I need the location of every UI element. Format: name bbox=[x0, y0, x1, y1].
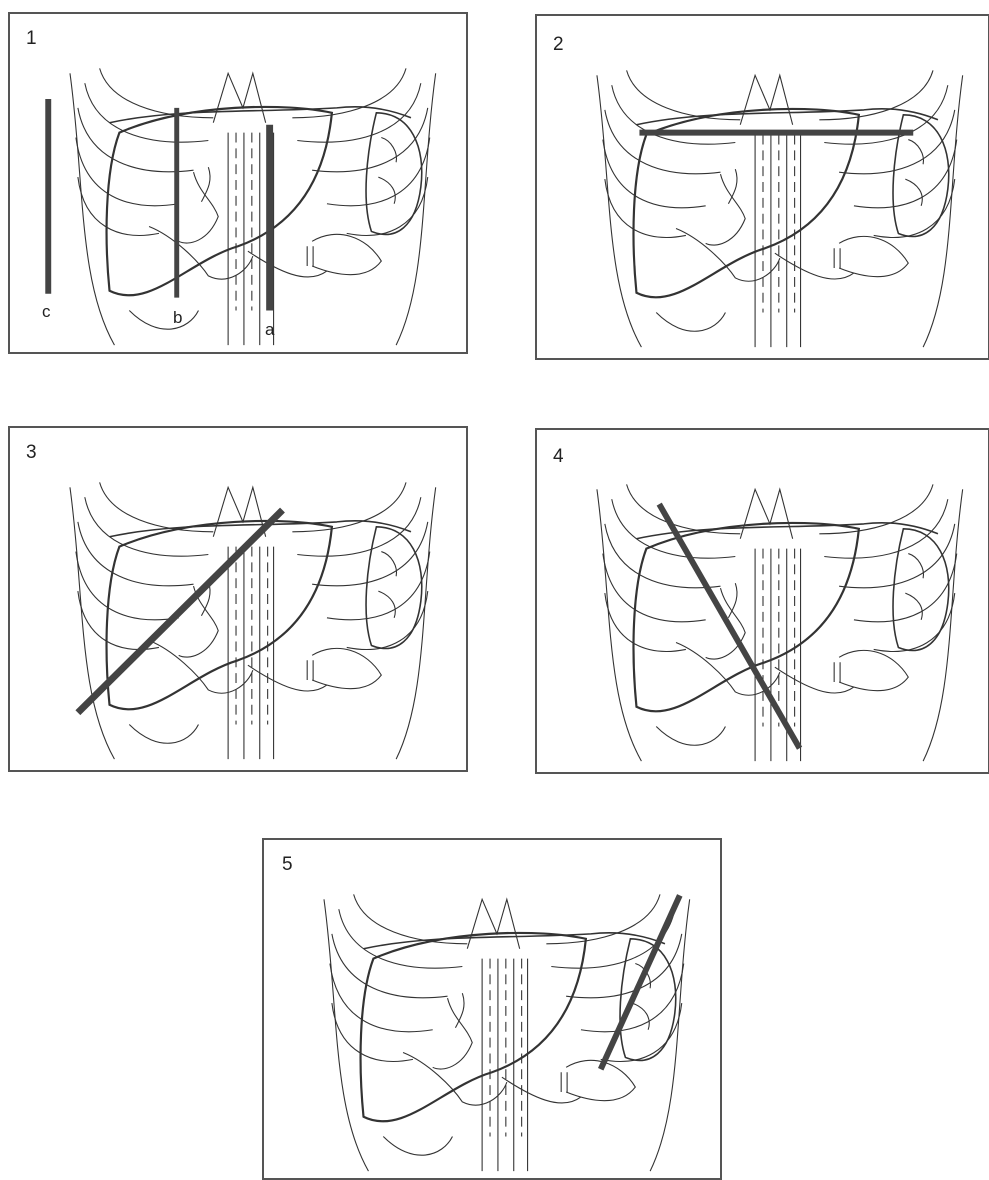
panel-5: 5 bbox=[262, 838, 722, 1180]
panel-number: 2 bbox=[553, 34, 564, 56]
panel-2: 2 bbox=[535, 14, 989, 360]
anatomy-drawing-1 bbox=[10, 14, 466, 352]
scan-line-label-a: a bbox=[265, 320, 274, 340]
anatomy-drawing-2 bbox=[537, 16, 988, 358]
anatomy-drawing-4 bbox=[537, 430, 988, 772]
panel-number: 4 bbox=[553, 446, 564, 468]
anatomy-drawing-5 bbox=[264, 840, 720, 1178]
panel-number: 1 bbox=[26, 28, 37, 50]
scan-line-oblique bbox=[659, 504, 799, 748]
panel-number: 5 bbox=[282, 854, 293, 876]
panel-number: 3 bbox=[26, 442, 37, 464]
panel-1: 1 a b c bbox=[8, 12, 468, 354]
panel-3: 3 bbox=[8, 426, 468, 772]
scan-line-label-b: b bbox=[173, 308, 182, 328]
scan-line-label-c: c bbox=[42, 302, 51, 322]
panel-4: 4 bbox=[535, 428, 989, 774]
anatomy-drawing-3 bbox=[10, 428, 466, 770]
